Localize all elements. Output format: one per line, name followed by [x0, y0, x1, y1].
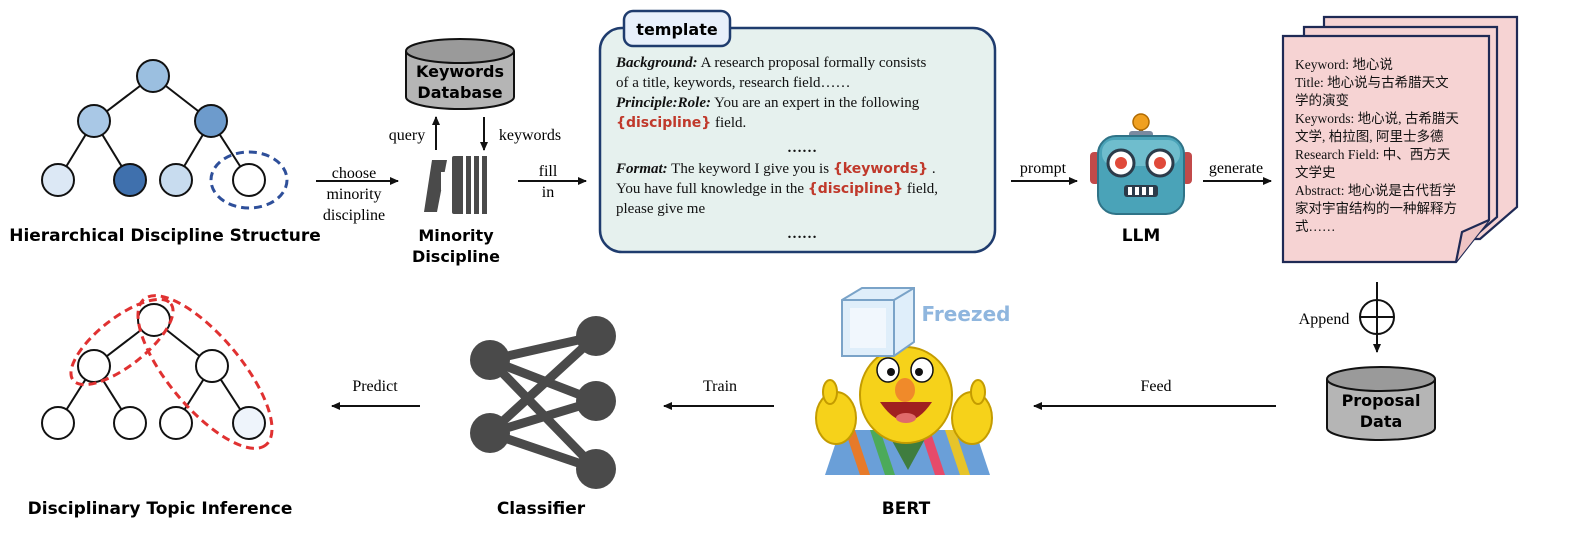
tree-node-root [136, 59, 170, 93]
predict-label: Predict [352, 378, 398, 395]
tree-node [159, 406, 193, 440]
tree-node [194, 104, 228, 138]
bert-label: BERT [882, 499, 931, 519]
proposal-document-text: Keyword: 地心说 Title: 地心说与古希腊天文 学的演变 Keywo… [1295, 56, 1485, 236]
doc-line: 家对宇宙结构的一种解释方 [1295, 201, 1457, 216]
append-label: Append [1299, 311, 1350, 328]
train-label: Train [703, 378, 737, 395]
template-body: Background: A research proposal formally… [616, 53, 988, 249]
choose-label-1: choose [332, 165, 376, 182]
doc-line: Keyword: 地心说 [1295, 57, 1393, 72]
format-tail-2: field, [903, 181, 939, 197]
llm-label: LLM [1122, 226, 1161, 246]
robot-icon [1090, 113, 1192, 215]
generate-label: generate [1209, 160, 1263, 177]
hierarchy-caption: Hierarchical Discipline Structure [9, 226, 321, 246]
fill-label-1: fill [539, 163, 558, 180]
fill-label-2: in [542, 184, 554, 201]
doc-line: Keywords: 地心说, 古希腊天 [1295, 111, 1459, 126]
inference-caption: Disciplinary Topic Inference [28, 499, 293, 519]
tree-node [77, 104, 111, 138]
hierarchy-tree [41, 59, 289, 210]
role-text: You are an expert in the following [710, 95, 920, 111]
query-label: query [389, 127, 425, 144]
keywords-database-label-2: Database [417, 83, 502, 102]
inference-tree [41, 294, 274, 450]
doc-line: 文学, 柏拉图, 阿里士多德 [1295, 129, 1444, 144]
doc-line: Title: 地心说与古希腊天文 [1295, 75, 1449, 90]
doc-line: Abstract: 地心说是古代哲学 [1295, 183, 1456, 198]
background-text-2: of a title, keywords, research field…… [616, 75, 851, 91]
prompt-label: prompt [1020, 160, 1067, 177]
tree-node [195, 349, 229, 383]
format-text-2: You have full knowledge in the [616, 181, 808, 197]
predicted-path-ellipse [69, 297, 175, 387]
proposal-db-label-2: Data [1360, 412, 1403, 431]
doc-line: 式…… [1295, 219, 1336, 234]
ice-cube-icon [841, 287, 915, 357]
format-text: The keyword I give you is [667, 161, 833, 177]
doc-line: 文学史 [1295, 165, 1336, 180]
proposal-db-label-1: Proposal [1342, 391, 1421, 410]
tree-node [41, 406, 75, 440]
tree-node [232, 163, 266, 197]
background-text: A research proposal formally consists [697, 55, 927, 71]
tree-node [113, 406, 147, 440]
proposal-database-icon [1326, 366, 1436, 441]
choose-label-2: minority [326, 186, 381, 203]
role-tail: field. [711, 115, 747, 131]
keywords-label: keywords [499, 127, 561, 144]
append-plus-icon [1359, 299, 1395, 335]
format-label: Format: [616, 161, 668, 177]
keywords-database-icon [405, 38, 515, 110]
minority-label-1: Minority [418, 226, 494, 245]
books-icon [424, 156, 487, 214]
proposal-document-icon [1281, 15, 1519, 264]
classifier-network-icon [470, 316, 616, 489]
format-tail: . [928, 161, 936, 177]
feed-label: Feed [1140, 378, 1171, 395]
predicted-path-ellipse [136, 294, 274, 450]
keywords-database-label-1: Keywords [416, 62, 504, 81]
tree-node [113, 163, 147, 197]
discipline-variable: {discipline} [616, 115, 712, 131]
choose-label-3: discipline [323, 207, 385, 224]
template-ellipsis-2: …… [787, 226, 817, 242]
template-box [598, 26, 997, 254]
tree-node [41, 163, 75, 197]
tree-node [159, 163, 193, 197]
doc-line: 学的演变 [1295, 93, 1349, 108]
minority-label-2: Discipline [412, 247, 500, 266]
format-text-3: please give me [616, 201, 706, 217]
role-label: Principle:Role: [616, 95, 711, 111]
discipline-variable-2: {discipline} [807, 181, 904, 197]
keywords-variable: {keywords} [832, 161, 929, 177]
doc-line: Research Field: 中、西方天 [1295, 147, 1451, 162]
freezed-label: Freezed [922, 302, 1011, 326]
background-label: Background: [616, 55, 698, 71]
tree-node [77, 349, 111, 383]
classifier-label: Classifier [497, 499, 586, 519]
template-tag-label: template [636, 20, 718, 39]
minority-highlight-ellipse [209, 150, 289, 210]
template-tag [622, 9, 732, 48]
template-ellipsis-1: …… [787, 140, 817, 156]
bert-icon [815, 346, 993, 475]
tree-node [232, 406, 266, 440]
